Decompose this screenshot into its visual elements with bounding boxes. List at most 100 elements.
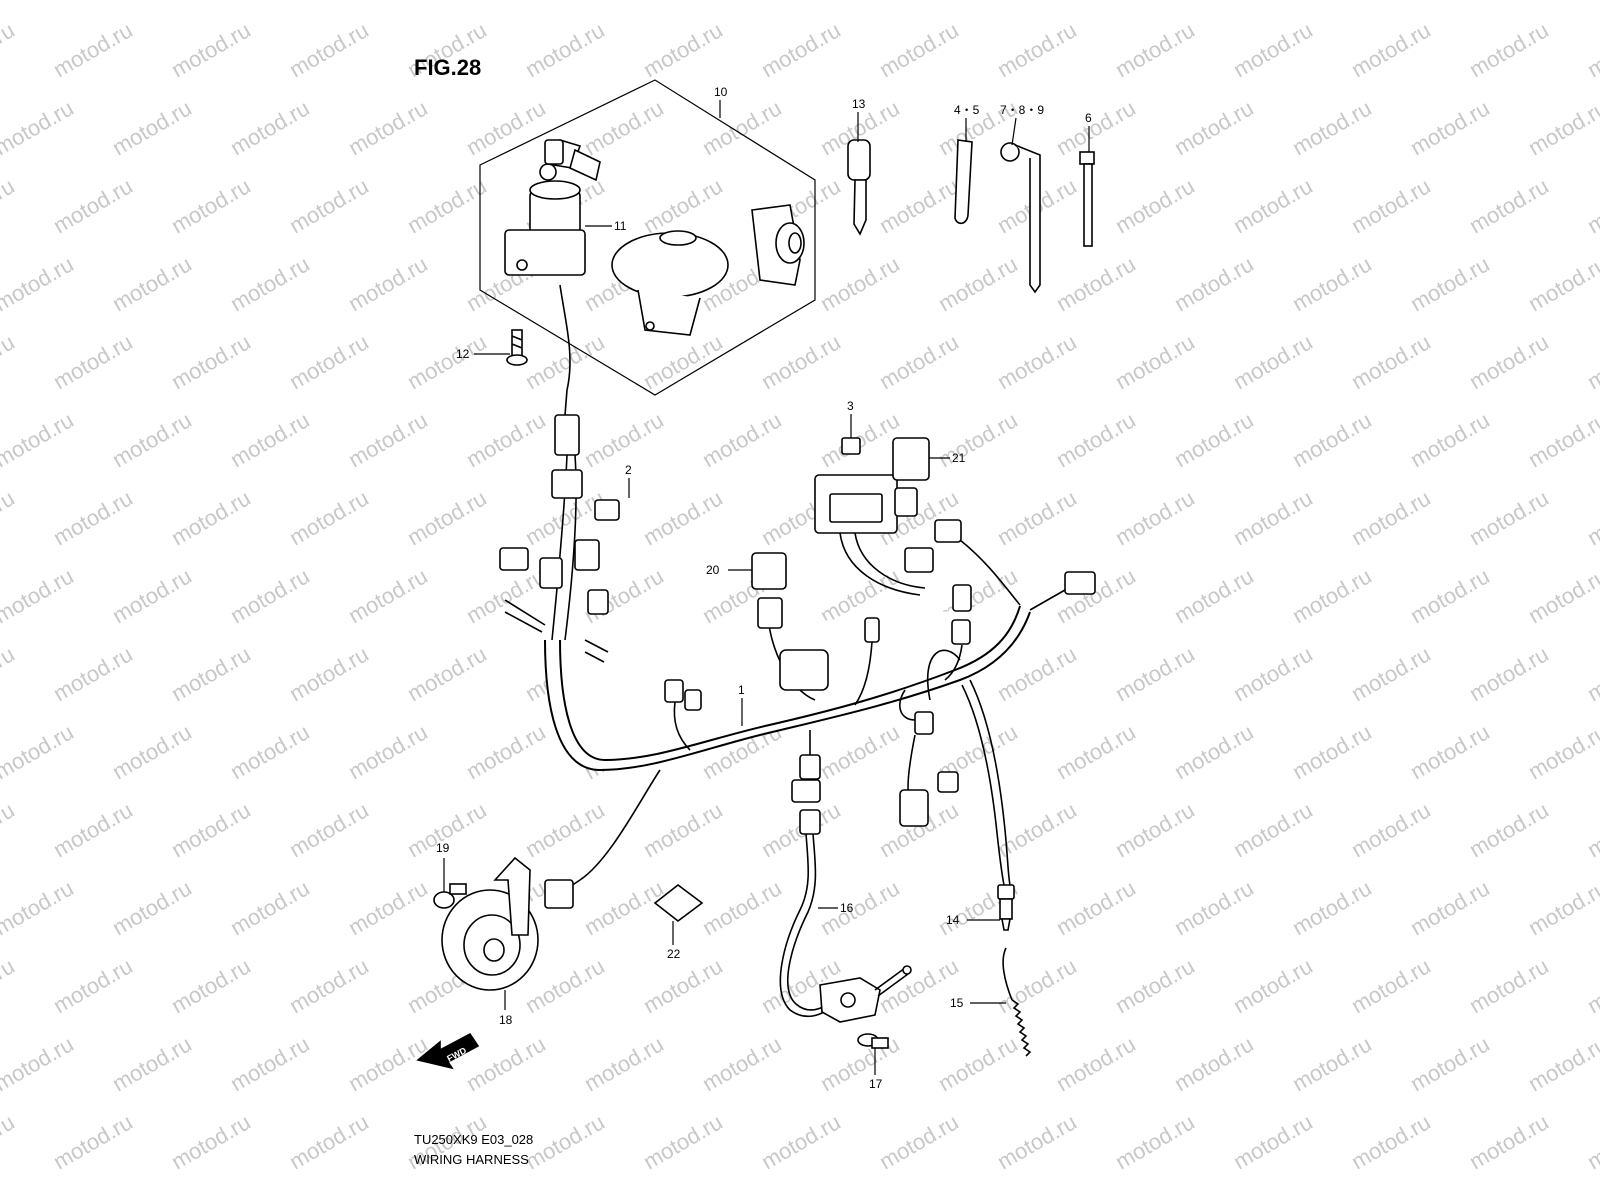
watermark: motod.ru xyxy=(285,329,373,394)
watermark: motod.ru xyxy=(934,407,1022,472)
watermark: motod.ru xyxy=(1583,17,1600,82)
watermark: motod.ru xyxy=(167,641,255,706)
watermark: motod.ru xyxy=(462,407,550,472)
watermark: motod.ru xyxy=(1111,173,1199,238)
callout-21: 21 xyxy=(952,451,966,465)
watermark: motod.ru xyxy=(108,407,196,472)
watermark: motod.ru xyxy=(462,0,550,4)
watermark: motod.ru xyxy=(49,641,137,706)
watermark: motod.ru xyxy=(1229,953,1317,1018)
callout-7-8-9: 7・8・9 xyxy=(1000,103,1044,117)
watermark: motod.ru xyxy=(1288,719,1376,784)
connector xyxy=(779,649,829,691)
watermark: motod.ru xyxy=(1524,95,1600,160)
watermark: motod.ru xyxy=(1583,329,1600,394)
watermark: motod.ru xyxy=(757,17,845,82)
callout-2: 2 xyxy=(625,463,632,477)
watermark: motod.ru xyxy=(1052,875,1140,940)
watermark: motod.ru xyxy=(1406,407,1494,472)
relay-21 xyxy=(892,437,930,481)
watermark: motod.ru xyxy=(1229,173,1317,238)
watermark: motod.ru xyxy=(1170,563,1258,628)
watermark: motod.ru xyxy=(1052,0,1140,4)
watermark: motod.ru xyxy=(226,719,314,784)
watermark: motod.ru xyxy=(580,0,668,4)
watermark: motod.ru xyxy=(521,797,609,862)
watermark: motod.ru xyxy=(0,407,78,472)
watermark: motod.ru xyxy=(1170,875,1258,940)
watermark: motod.ru xyxy=(1111,485,1199,550)
connector xyxy=(904,547,934,573)
switch-16 xyxy=(819,965,912,1023)
watermark: motod.ru xyxy=(993,485,1081,550)
callout-18: 18 xyxy=(499,1013,513,1027)
watermark: motod.ru xyxy=(1170,0,1258,4)
watermark: motod.ru xyxy=(167,797,255,862)
model-code: TU250XK9 E03_028 xyxy=(414,1132,533,1147)
connector xyxy=(1064,571,1096,595)
connector xyxy=(951,619,971,645)
watermark: motod.ru xyxy=(1288,95,1376,160)
watermark: motod.ru xyxy=(462,563,550,628)
watermark: motod.ru xyxy=(344,407,432,472)
watermark: motod.ru xyxy=(403,329,491,394)
watermark: motod.ru xyxy=(462,719,550,784)
watermark: motod.ru xyxy=(226,251,314,316)
watermark: motod.ru xyxy=(934,1031,1022,1096)
watermark: motod.ru xyxy=(934,0,1022,4)
watermark: motod.ru xyxy=(108,875,196,940)
watermark: motod.ru xyxy=(816,0,904,4)
watermark: motod.ru xyxy=(1583,641,1600,706)
connector xyxy=(791,779,821,803)
watermark: motod.ru xyxy=(49,329,137,394)
watermark: motod.ru xyxy=(639,485,727,550)
watermark: motod.ru xyxy=(521,329,609,394)
watermark: motod.ru xyxy=(993,329,1081,394)
watermark: motod.ru xyxy=(1583,485,1600,550)
watermark: motod.ru xyxy=(1583,1109,1600,1174)
watermark: motod.ru xyxy=(1111,641,1199,706)
watermark: motod.ru xyxy=(49,1109,137,1174)
watermark: motod.ru xyxy=(0,875,78,940)
watermark: motod.ru xyxy=(698,95,786,160)
watermark: motod.ru xyxy=(1524,563,1600,628)
watermark: motod.ru xyxy=(0,563,78,628)
watermark: motod.ru xyxy=(1465,17,1553,82)
watermark: motod.ru xyxy=(1052,719,1140,784)
watermark: motod.ru xyxy=(167,329,255,394)
watermark-layer: motod.ru motod.ru motod.ru motod.ru motod.ru… xyxy=(0,0,1600,1174)
watermark: motod.ru xyxy=(0,251,78,316)
connector xyxy=(952,584,972,612)
watermark: motod.ru xyxy=(580,95,668,160)
watermark: motod.ru xyxy=(344,563,432,628)
watermark: motod.ru xyxy=(639,329,727,394)
connector-20 xyxy=(751,552,787,590)
connector xyxy=(937,771,959,793)
watermark: motod.ru xyxy=(521,1109,609,1174)
watermark: motod.ru xyxy=(344,875,432,940)
watermark: motod.ru xyxy=(993,1109,1081,1174)
watermark: motod.ru xyxy=(1465,953,1553,1018)
watermark: motod.ru xyxy=(344,95,432,160)
watermark: motod.ru xyxy=(1465,797,1553,862)
watermark: motod.ru xyxy=(108,0,196,4)
callout-11: 11 xyxy=(614,219,627,233)
watermark: motod.ru xyxy=(1406,0,1494,4)
watermark: motod.ru xyxy=(1288,0,1376,4)
callout-17: 17 xyxy=(869,1077,883,1091)
connector xyxy=(594,499,620,521)
watermark: motod.ru xyxy=(639,953,727,1018)
watermark: motod.ru xyxy=(1465,485,1553,550)
fuel-cap xyxy=(611,230,729,336)
watermark: motod.ru xyxy=(1288,1031,1376,1096)
callout-20: 20 xyxy=(706,563,720,577)
watermark: motod.ru xyxy=(285,17,373,82)
watermark: motod.ru xyxy=(580,407,668,472)
sensor-14 xyxy=(997,884,1015,931)
watermark: motod.ru xyxy=(1111,1109,1199,1174)
watermark: motod.ru xyxy=(285,641,373,706)
watermark: motod.ru xyxy=(1524,407,1600,472)
watermark: motod.ru xyxy=(0,173,19,238)
callout-19: 19 xyxy=(436,841,450,855)
